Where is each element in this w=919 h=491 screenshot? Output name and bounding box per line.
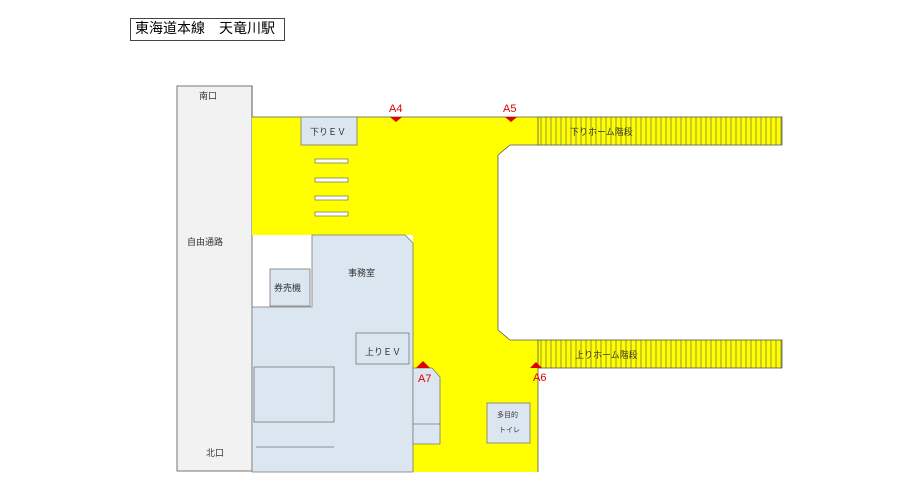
down-ev-room [300,116,358,146]
up-platform-stairs-label: 上りホーム階段 [575,351,638,361]
exit-a4-label: A4 [389,103,403,115]
down-platform-stairs-label: 下りホーム階段 [570,128,633,138]
inner-room [253,366,335,423]
exit-a7-label: A7 [418,373,432,385]
up-ev-room [355,332,410,365]
stair-line-1 [314,158,349,164]
a6-marker [530,362,542,368]
exit-a6-label: A6 [533,372,547,384]
concourse-area [252,117,538,472]
down-stairs-base [537,116,783,146]
toilet-room [486,402,531,444]
a4-marker [390,117,402,122]
stair-line-4 [314,211,349,217]
a5-marker [505,117,517,122]
office-label: 事務室 [348,269,376,279]
up-stair-steps [540,340,782,368]
stair-line-2 [314,177,349,183]
station-title: 東海道本線 天竜川駅 [130,18,285,41]
free-passage-area [176,85,253,472]
down-stair-steps [540,117,782,145]
free-passage-label: 自由通路 [187,238,224,248]
exit-a5-label: A5 [503,103,517,115]
ticket-machine-label: 券売機 [274,284,302,294]
up-stairs-base [537,339,783,369]
stair-line-3 [314,195,349,201]
south-exit-label: 南口 [199,92,218,102]
up-ev-label: 上りＥＶ [365,348,402,358]
ticket-machine-room [269,268,311,307]
north-exit-label: 北口 [206,449,225,459]
down-ev-label: 下りＥＶ [310,128,347,138]
a7-marker [416,361,430,368]
toilet-label-line2: トイレ [499,426,520,434]
toilet-label-line1: 多目的 [497,411,518,419]
